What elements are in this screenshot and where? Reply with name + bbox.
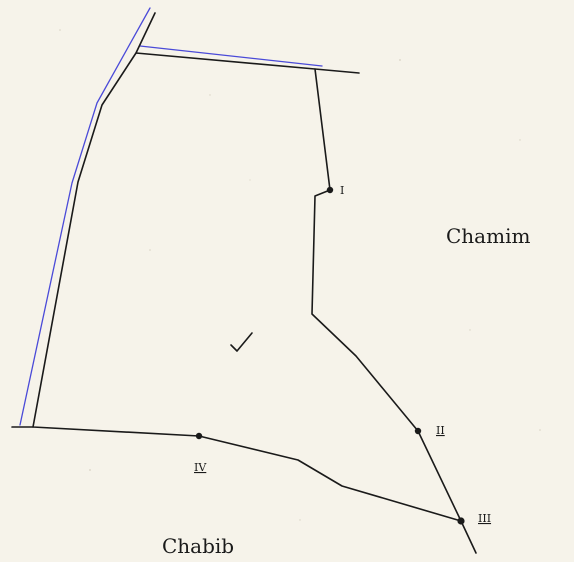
point-label-1: I bbox=[340, 184, 344, 197]
south-neighbor-label: Chabib bbox=[162, 534, 234, 558]
point-label-3: III bbox=[478, 512, 491, 525]
north-boundary-extension bbox=[314, 68, 360, 74]
checkmark-icon bbox=[230, 332, 253, 352]
survey-point-3 bbox=[457, 517, 465, 525]
point-label-2: II bbox=[436, 424, 445, 437]
point-label-4: IV bbox=[194, 461, 207, 474]
survey-point-2 bbox=[414, 427, 422, 435]
west-boundary-blue bbox=[19, 7, 151, 426]
plot-boundary bbox=[32, 12, 462, 522]
east-neighbor-label: Chamim bbox=[446, 224, 530, 248]
southeast-extension bbox=[460, 520, 477, 554]
north-boundary-blue bbox=[139, 45, 323, 67]
survey-point-1 bbox=[326, 186, 334, 194]
paper-texture bbox=[59, 29, 541, 521]
survey-point-4 bbox=[195, 432, 203, 440]
